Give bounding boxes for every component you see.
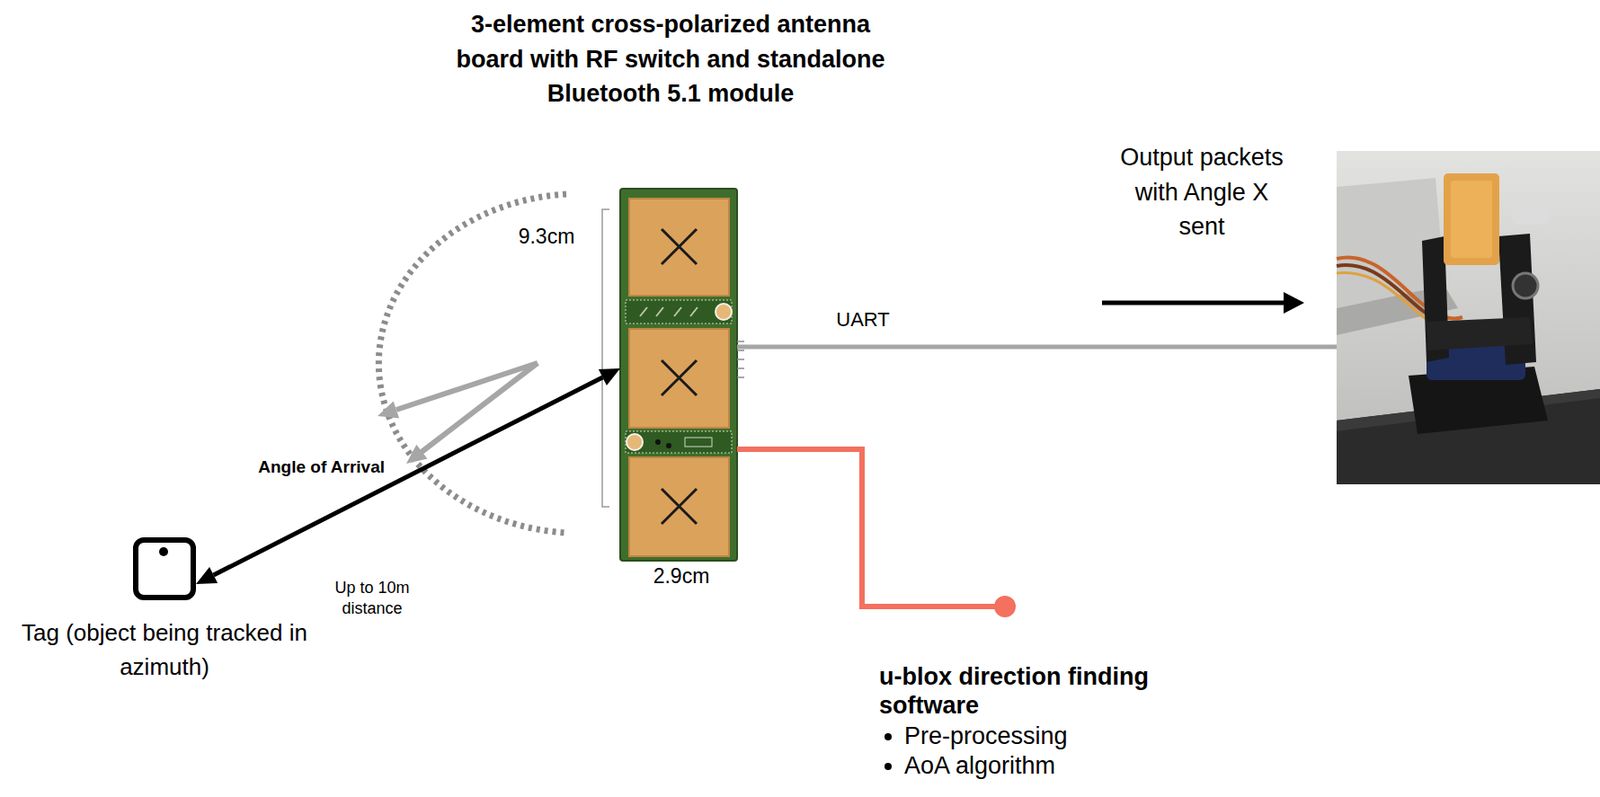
component [655, 439, 661, 445]
dimension-label: 9.3cm [518, 223, 576, 249]
bullet-item: AoA algorithm [879, 751, 1149, 782]
edge-label: UART [833, 307, 893, 333]
pcb-strip [625, 300, 732, 324]
arrow-shaft [1102, 301, 1286, 306]
antenna-board [620, 188, 738, 561]
pan-tilt-photo [1336, 151, 1600, 485]
mounting-hole [715, 303, 732, 320]
angle-arrows [377, 363, 538, 464]
servo-highlight [1450, 180, 1493, 258]
arrow-head [1283, 292, 1305, 314]
bullet-dot [884, 733, 892, 741]
cross-polarization-mark [661, 229, 697, 525]
arrow-head [195, 567, 218, 585]
board-title: 3-element cross-polarized antenna board … [436, 7, 905, 112]
connector [737, 449, 1005, 607]
servo-horn [1511, 204, 1548, 225]
arrow-head [377, 401, 400, 419]
angle-label: Angle of Arrival [257, 456, 385, 478]
dimension-label: 2.9cm [653, 563, 711, 589]
software-title: u-blox direction finding software [879, 662, 1149, 720]
terminal-dot [994, 595, 1016, 618]
edge-label: Up to 10m distance [311, 577, 434, 620]
output-arrow [1102, 292, 1305, 314]
bullet-item: Pre-processing [879, 721, 1149, 752]
arrow-head [598, 368, 621, 386]
connector [737, 345, 1337, 350]
connector [213, 377, 604, 576]
output-caption: Output packets with Angle X sent [1111, 140, 1292, 245]
tag-label: Tag (object being tracked in azimuth) [11, 615, 318, 685]
arrow-head [406, 444, 428, 464]
photo-background [1336, 151, 1600, 485]
antenna-board-node: 3-element cross-polarized antenna board … [620, 188, 738, 561]
angle-arrow [396, 363, 538, 410]
tilt-servo [1443, 173, 1500, 266]
pan-tilt-node: Output packets with Angle X sent [1336, 151, 1600, 485]
servo-horn [1512, 273, 1538, 299]
tag-node: Tag (object being tracked in azimuth) [133, 537, 196, 601]
software-node: u-blox direction finding softwarePre-pro… [879, 606, 1149, 782]
tag-dot [159, 547, 169, 557]
component [666, 443, 672, 449]
component [684, 437, 712, 447]
mounting-hole [626, 434, 643, 451]
pcb-trace [640, 307, 698, 317]
bullet-dot [884, 763, 892, 771]
bracket-plate [1426, 317, 1533, 351]
pcb [620, 188, 738, 561]
pcb-strip [625, 431, 732, 454]
dimension-bracket [602, 209, 610, 507]
